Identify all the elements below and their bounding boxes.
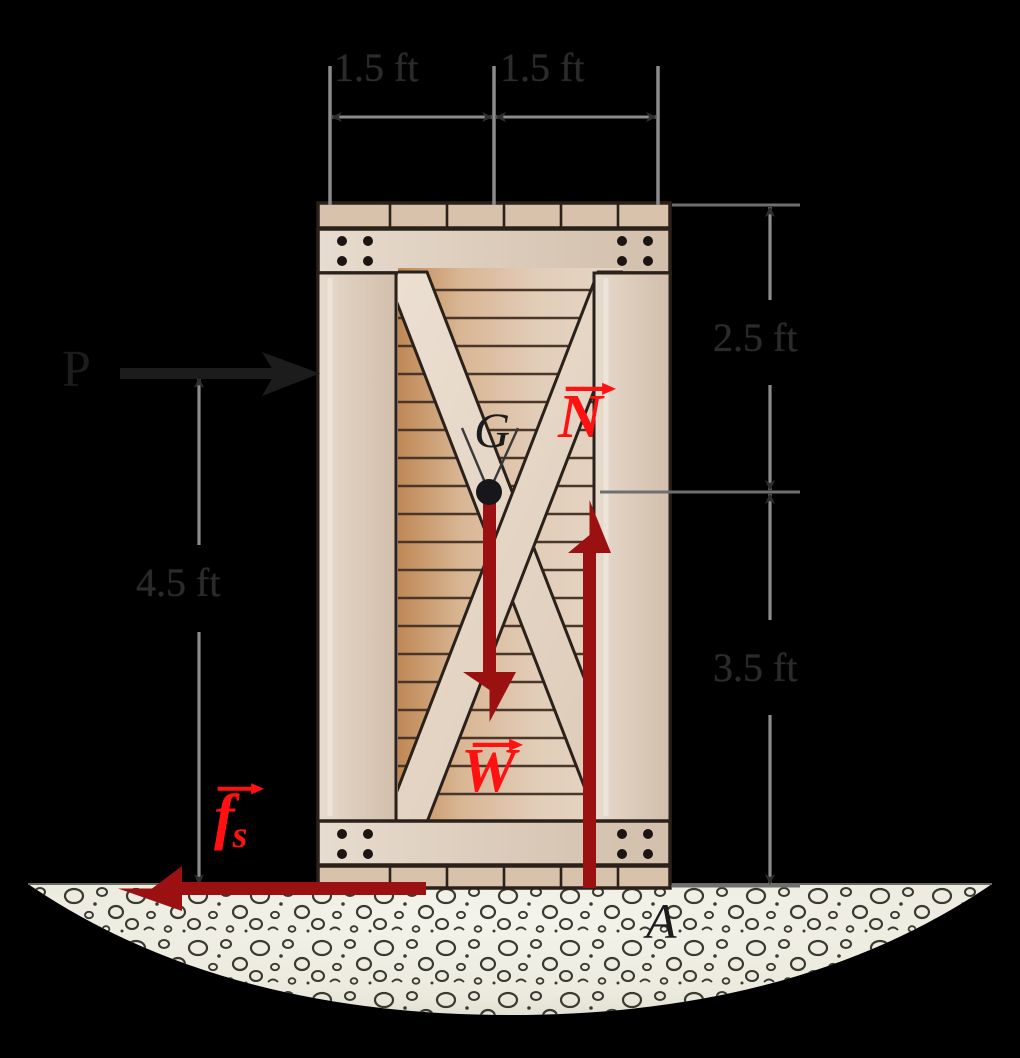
point-G-marker xyxy=(460,427,520,505)
force-label-fs-text: f xyxy=(214,783,235,851)
point-label-A: A xyxy=(646,893,677,949)
force-arrow-N xyxy=(568,500,611,888)
dim-label-left-vertical: 4.5 ft xyxy=(136,560,221,605)
crate-bottom-rail xyxy=(316,819,672,867)
vector-arrow-icon-N xyxy=(565,382,616,395)
force-label-fs-subscript: s xyxy=(232,814,248,856)
crate-top-rail xyxy=(316,227,672,275)
force-label-W: W xyxy=(461,737,523,805)
crate-top-rail-bolts xyxy=(337,236,653,266)
point-label-G: G xyxy=(474,402,511,458)
top-dimension-group xyxy=(328,66,660,205)
dim-label-top-right: 1.5 ft xyxy=(500,45,585,90)
vector-arrow-icon-W xyxy=(472,738,523,751)
right-dimension-extensions xyxy=(600,203,800,888)
force-arrow-fs xyxy=(118,866,426,911)
force-label-P: P xyxy=(62,341,91,398)
force-label-W-text: W xyxy=(461,737,517,805)
force-label-N-text: N xyxy=(558,383,603,451)
crate-top-cap xyxy=(316,201,672,230)
dim-label-top-left: 1.5 ft xyxy=(334,45,419,90)
vector-arrow-icon-fs xyxy=(217,783,264,795)
dim-label-right-upper: 2.5 ft xyxy=(713,315,798,360)
crate xyxy=(316,201,672,890)
force-arrow-W xyxy=(463,492,516,722)
force-label-N: N xyxy=(558,382,616,451)
force-label-fs: fs xyxy=(214,783,264,854)
dim-label-right-lower: 3.5 ft xyxy=(713,645,798,690)
crate-bottom-rail-bolts xyxy=(337,829,653,859)
force-arrow-P xyxy=(120,352,320,396)
